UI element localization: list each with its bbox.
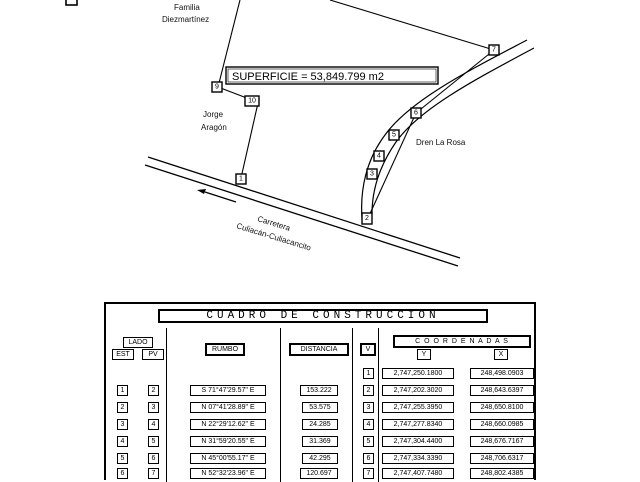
column-divider: [378, 328, 379, 482]
cell-est: 1: [117, 385, 128, 396]
boundary-lines: [217, 0, 495, 219]
cell-pv: 5: [148, 436, 159, 447]
svg-text:5: 5: [392, 132, 396, 139]
vertex-5: 5: [388, 129, 400, 141]
svg-text:1: 1: [239, 176, 243, 183]
cell-y: 2,747,250.1800: [382, 368, 454, 379]
cell-y: 2,747,202.3020: [382, 385, 454, 396]
cell-est: 4: [117, 436, 128, 447]
cell-distancia: 120.697: [300, 468, 338, 479]
cell-rumbo: N 07°41'28.89" E: [190, 402, 266, 413]
cell-est: 2: [117, 402, 128, 413]
header-est: EST: [112, 349, 134, 360]
cell-rumbo: N 45°00'55.17" E: [190, 453, 266, 464]
cell-v: 1: [363, 368, 374, 379]
cell-v: 2: [363, 385, 374, 396]
cell-rumbo: S 71°47'29.57" E: [190, 385, 266, 396]
cell-distancia: 42.295: [302, 453, 338, 464]
cell-distancia: 31.369: [302, 436, 338, 447]
column-divider: [280, 328, 281, 482]
header-lado: LADO: [123, 337, 153, 348]
cell-v: 5: [363, 436, 374, 447]
vertex-7: 7: [488, 44, 500, 56]
cell-x: 248,643.6397: [470, 385, 534, 396]
header-y: Y: [417, 349, 431, 360]
column-divider: [352, 328, 353, 482]
cell-x: 248,660.0985: [470, 419, 534, 430]
svg-text:2: 2: [365, 215, 369, 222]
cell-x: 248,498.0903: [470, 368, 534, 379]
cell-y: 2,747,304.4400: [382, 436, 454, 447]
label-jorge: Jorge: [203, 110, 224, 119]
label-diezmartinez: Diezmartínez: [162, 15, 209, 24]
site-plan: Familia Diezmartínez SUPERFICIE = 53,849…: [65, 0, 535, 267]
vertex-6: 6: [410, 107, 422, 119]
cell-v: 3: [363, 402, 374, 413]
vertex-1: 1: [235, 173, 247, 185]
cell-pv: 2: [148, 385, 159, 396]
cell-distancia: 53.575: [302, 402, 338, 413]
cell-pv: 7: [148, 468, 159, 479]
cell-pv: 4: [148, 419, 159, 430]
cell-v: 7: [363, 468, 374, 479]
cell-pv: 6: [148, 453, 159, 464]
cell-est: 6: [117, 468, 128, 479]
cell-v: 6: [363, 453, 374, 464]
cell-pv: 3: [148, 402, 159, 413]
header-distancia: DISTANCIA: [289, 343, 349, 356]
cell-y: 2,747,255.3950: [382, 402, 454, 413]
vertex-4: 4: [373, 150, 385, 162]
cell-y: 2,747,407.7480: [382, 468, 454, 479]
superficie-box: SUPERFICIE = 53,849.799 m2: [225, 66, 439, 85]
corner-marker: [65, 0, 78, 6]
header-rumbo: RUMBO: [205, 343, 245, 356]
table-title: CUADRO DE CONSTRUCCION: [158, 309, 488, 323]
label-dren-la-rosa: Dren La Rosa: [416, 138, 466, 147]
cell-est: 5: [117, 453, 128, 464]
cell-v: 4: [363, 419, 374, 430]
svg-text:9: 9: [215, 84, 219, 91]
svg-text:10: 10: [248, 98, 256, 105]
label-familia: Familia: [174, 3, 200, 12]
cell-x: 248,650.8100: [470, 402, 534, 413]
carretera-lines: [144, 156, 461, 267]
vertex-9: 9: [211, 81, 223, 93]
svg-text:3: 3: [370, 171, 374, 178]
vertex-2: 2: [361, 212, 373, 225]
vertex-3: 3: [366, 168, 378, 180]
cell-x: 248,802.4385: [470, 468, 534, 479]
dren-la-rosa-lines: [361, 39, 535, 219]
superficie-label: SUPERFICIE = 53,849.799 m2: [232, 71, 384, 83]
header-pv: PV: [142, 349, 164, 360]
cell-x: 248,706.6317: [470, 453, 534, 464]
construction-table: CUADRO DE CONSTRUCCION LADO EST PV RUMBO…: [104, 302, 536, 482]
cell-distancia: 24.285: [302, 419, 338, 430]
svg-text:4: 4: [377, 153, 381, 160]
header-coordenadas: C O O R D E N A D A S: [393, 335, 531, 348]
label-aragon: Aragón: [201, 123, 227, 132]
cell-rumbo: N 22°29'12.62" E: [190, 419, 266, 430]
cell-y: 2,747,277.8340: [382, 419, 454, 430]
cell-y: 2,747,334.3390: [382, 453, 454, 464]
cell-rumbo: N 31°59'20.55" E: [190, 436, 266, 447]
svg-text:7: 7: [492, 47, 496, 54]
vertex-10: 10: [244, 95, 260, 107]
cell-est: 3: [117, 419, 128, 430]
cell-x: 248,676.7167: [470, 436, 534, 447]
header-v: V: [360, 343, 376, 356]
column-divider: [166, 328, 167, 482]
header-x: X: [494, 349, 508, 360]
svg-text:6: 6: [414, 110, 418, 117]
cell-distancia: 153.222: [300, 385, 338, 396]
cell-rumbo: N 52°32'23.96" E: [190, 468, 266, 479]
